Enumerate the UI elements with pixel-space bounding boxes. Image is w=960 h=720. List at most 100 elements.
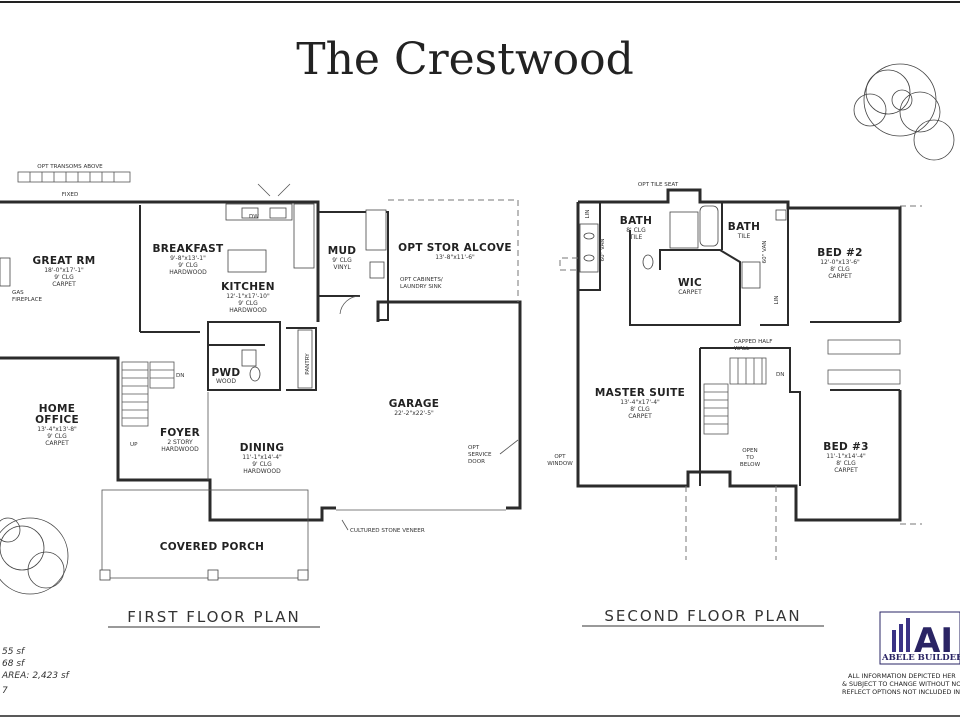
note-opt-cabinets: OPT CABINETS/ LAUNDRY SINK — [400, 277, 443, 290]
room-foyer: FOYER 2 STORY HARDWOOD — [160, 427, 200, 453]
note-fixed: FIXED — [62, 192, 79, 198]
svg-text:BED #2: BED #2 — [817, 247, 862, 259]
svg-text:OPT CABINETS/: OPT CABINETS/ — [400, 277, 443, 283]
room-wic: WIC CARPET — [678, 277, 702, 296]
svg-text:BED #3: BED #3 — [823, 441, 868, 453]
svg-text:13'-4"x17'-4": 13'-4"x17'-4" — [620, 399, 660, 406]
note-opt-service-door: OPT SERVICE DOOR — [468, 445, 492, 465]
svg-text:9'-8"x13'-1": 9'-8"x13'-1" — [170, 255, 206, 262]
room-kitchen: KITCHEN 12'-1"x17'-10" 9' CLG HARDWOOD — [221, 281, 274, 314]
second-floor-stair — [703, 357, 767, 435]
second-floor-label: SECOND FLOOR PLAN — [604, 607, 801, 625]
first-floor-label: FIRST FLOOR PLAN — [127, 608, 300, 626]
svg-text:9' CLG: 9' CLG — [238, 300, 258, 307]
svg-text:9' CLG: 9' CLG — [54, 274, 74, 281]
svg-text:8' CLG: 8' CLG — [836, 460, 856, 467]
room-garage: GARAGE 22'-2"x22'-5" — [389, 398, 439, 417]
logo-mark: AI — [914, 621, 953, 661]
svg-text:13'-8"x11'-6": 13'-8"x11'-6" — [435, 254, 475, 261]
svg-text:AREA: 2,423 sf: AREA: 2,423 sf — [1, 671, 71, 681]
svg-text:7: 7 — [2, 686, 8, 696]
svg-text:MUD: MUD — [328, 245, 357, 257]
svg-text:BATH: BATH — [728, 221, 760, 233]
svg-text:DINING: DINING — [240, 442, 285, 454]
svg-text:CARPET: CARPET — [834, 467, 858, 474]
svg-text:& SUBJECT TO CHANGE WITHOUT NO: & SUBJECT TO CHANGE WITHOUT NO — [842, 680, 960, 688]
svg-text:WINDOW: WINDOW — [547, 461, 573, 467]
note-dw: DW — [249, 214, 259, 220]
svg-text:HARDWOOD: HARDWOOD — [243, 468, 281, 475]
svg-text:HARDWOOD: HARDWOOD — [169, 269, 207, 276]
note-opt-tile-seat: OPT TILE SEAT — [638, 182, 679, 188]
note-lin-2: LIN — [774, 296, 780, 305]
svg-text:LAUNDRY SINK: LAUNDRY SINK — [400, 284, 442, 290]
svg-text:MASTER SUITE: MASTER SUITE — [595, 387, 685, 399]
svg-text:OPT STOR ALCOVE: OPT STOR ALCOVE — [398, 242, 512, 254]
svg-text:FIREPLACE: FIREPLACE — [12, 297, 43, 303]
room-mud: MUD 9' CLG VINYL — [328, 245, 357, 271]
svg-text:CARPET: CARPET — [628, 413, 652, 420]
note-van-1: 60" VAN — [600, 239, 606, 262]
second-floor-plan: BATH 8' CLG TILE BATH TILE WIC CARPET BE… — [547, 182, 922, 627]
room-breakfast: BREAKFAST 9'-8"x13'-1" 9' CLG HARDWOOD — [152, 243, 224, 276]
svg-text:13'-4"x13'-8": 13'-4"x13'-8" — [37, 426, 77, 433]
svg-text:22'-2"x22'-5": 22'-2"x22'-5" — [394, 410, 434, 417]
svg-text:ALL INFORMATION DEPICTED HER: ALL INFORMATION DEPICTED HER — [848, 672, 956, 680]
svg-text:OPEN: OPEN — [742, 448, 758, 454]
room-master-suite: MASTER SUITE 13'-4"x17'-4" 8' CLG CARPET — [595, 387, 685, 420]
tree-illustration-top-right — [853, 63, 955, 161]
room-great-rm: GREAT RM 18'-0"x17'-1" 9' CLG CARPET — [33, 255, 96, 288]
room-home-office: HOME OFFICE 13'-4"x13'-8" 9' CLG CARPET — [35, 403, 79, 447]
svg-text:HOME: HOME — [39, 403, 76, 415]
svg-text:OPT: OPT — [468, 445, 480, 451]
room-covered-porch: COVERED PORCH — [160, 541, 264, 553]
svg-text:GREAT RM: GREAT RM — [33, 255, 96, 267]
svg-text:9' CLG: 9' CLG — [252, 461, 272, 468]
svg-text:OFFICE: OFFICE — [35, 414, 79, 426]
area-stats: 55 sf 68 sf AREA: 2,423 sf 7 — [1, 647, 71, 696]
svg-text:REFLECT OPTIONS NOT INCLUDED I: REFLECT OPTIONS NOT INCLUDED IN THE — [842, 688, 960, 696]
svg-text:9' CLG: 9' CLG — [47, 433, 67, 440]
disclaimer: ALL INFORMATION DEPICTED HER & SUBJECT T… — [842, 672, 960, 696]
svg-text:HARDWOOD: HARDWOOD — [161, 446, 199, 453]
svg-text:BELOW: BELOW — [740, 462, 761, 468]
room-bed-2: BED #2 12'-0"x13'-6" 8' CLG CARPET — [817, 247, 862, 280]
note-dn-2: DN — [776, 372, 785, 378]
svg-text:HARDWOOD: HARDWOOD — [229, 307, 267, 314]
covered-porch-outline — [101, 489, 309, 579]
svg-text:WOOD: WOOD — [216, 378, 236, 385]
svg-text:11'-1"x14'-4": 11'-1"x14'-4" — [242, 454, 282, 461]
note-van-2: 60" VAN — [762, 241, 768, 264]
logo-name: ABELE BUILDER — [881, 653, 960, 663]
note-gas-fireplace: GAS FIREPLACE — [12, 290, 43, 303]
note-opt-window: OPT WINDOW — [547, 454, 573, 467]
note-capped-half-wall: CAPPED HALF WALL — [734, 339, 772, 352]
svg-text:8' CLG: 8' CLG — [830, 266, 850, 273]
plan-title: The Crestwood — [296, 34, 634, 85]
svg-text:GAS: GAS — [12, 290, 24, 296]
room-bath-2: BATH TILE — [728, 221, 760, 240]
svg-text:12'-0"x13'-6": 12'-0"x13'-6" — [820, 259, 860, 266]
svg-text:CAPPED HALF: CAPPED HALF — [734, 339, 772, 345]
svg-text:BATH: BATH — [620, 215, 652, 227]
svg-text:SERVICE: SERVICE — [468, 452, 492, 458]
svg-text:11'-1"x14'-4": 11'-1"x14'-4" — [826, 453, 866, 460]
svg-text:WIC: WIC — [678, 277, 702, 289]
svg-text:12'-1"x17'-10": 12'-1"x17'-10" — [226, 293, 270, 300]
svg-text:9' CLG: 9' CLG — [332, 257, 352, 264]
room-opt-stor-alcove: OPT STOR ALCOVE 13'-8"x11'-6" — [398, 242, 512, 261]
first-floor-stair — [121, 361, 175, 427]
svg-text:9' CLG: 9' CLG — [178, 262, 198, 269]
builder-logo: AI ABELE BUILDER — [879, 611, 960, 665]
svg-text:55 sf: 55 sf — [2, 647, 26, 657]
svg-text:18'-0"x17'-1": 18'-0"x17'-1" — [44, 267, 84, 274]
svg-text:CARPET: CARPET — [678, 289, 702, 296]
svg-text:BREAKFAST: BREAKFAST — [152, 243, 224, 255]
note-opt-transoms: OPT TRANSOMS ABOVE — [37, 164, 103, 170]
note-cultured-stone: CULTURED STONE VENEER — [350, 528, 425, 534]
svg-text:68 sf: 68 sf — [2, 659, 26, 669]
note-up: UP — [130, 442, 138, 448]
svg-text:TILE: TILE — [737, 233, 751, 240]
note-open-to-below: OPEN TO BELOW — [740, 448, 761, 468]
